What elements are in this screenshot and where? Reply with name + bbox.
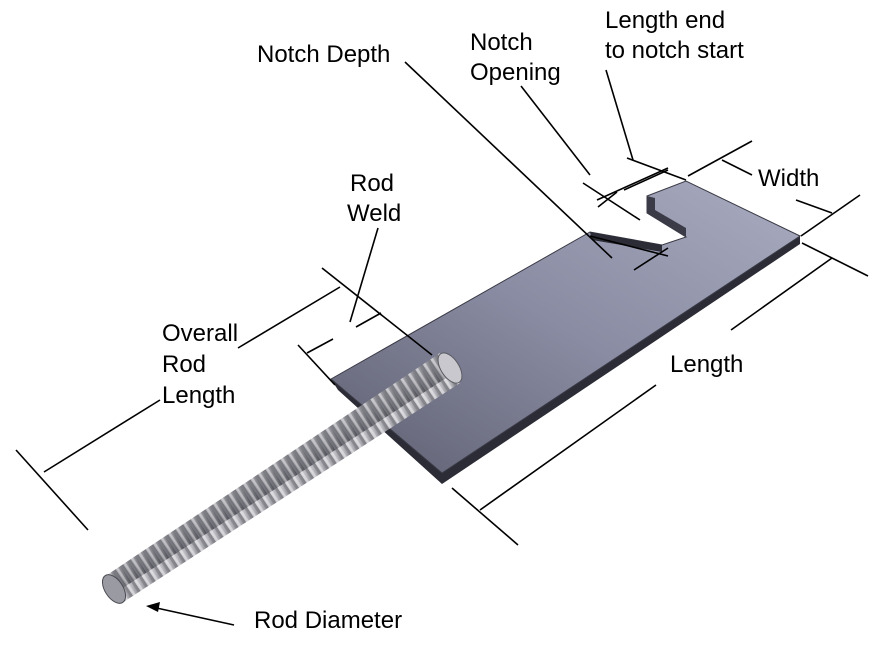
label-overall-rod-line2: Rod xyxy=(162,351,206,378)
threaded-rod xyxy=(101,352,463,604)
label-overall-rod-line3: Length xyxy=(162,382,235,409)
notch-opening-ext-2 xyxy=(596,167,669,201)
plate-notch-wall xyxy=(647,196,686,237)
overall-rod-dim-lower xyxy=(43,399,161,473)
label-length-end-line1: Length end xyxy=(605,7,725,34)
label-notch-opening-line1: Notch xyxy=(470,29,533,56)
plate-top xyxy=(330,180,802,474)
plate xyxy=(330,180,802,484)
notch-opening-dim xyxy=(597,191,618,208)
length-dim-upper xyxy=(730,257,833,331)
length-ext-2 xyxy=(451,487,519,546)
rod-weld-end xyxy=(437,352,463,384)
rod-weld-dim-2 xyxy=(355,312,382,328)
overall-rod-ext xyxy=(15,449,89,531)
width-arrow-2 xyxy=(795,199,833,214)
width-arrow-1 xyxy=(721,159,753,176)
notch-opening-leader xyxy=(520,85,591,176)
label-rod-diameter: Rod Diameter xyxy=(254,607,402,634)
length-end-leader xyxy=(605,69,634,161)
rod-diameter-arrowhead xyxy=(146,602,160,612)
label-length: Length xyxy=(670,351,743,378)
label-rod-weld-line2: Weld xyxy=(347,200,401,227)
rod-weld-ext-1 xyxy=(297,344,336,386)
rod-end-cap xyxy=(101,574,127,604)
label-notch-depth: Notch Depth xyxy=(257,41,390,68)
width-ext-2 xyxy=(800,194,861,237)
length-end-dim xyxy=(623,169,669,191)
label-length-end-line2: to notch start xyxy=(605,37,744,64)
rod-weld-leader xyxy=(349,227,379,323)
rod-body xyxy=(107,353,460,603)
notch-depth-tick xyxy=(589,235,669,257)
label-width: Width xyxy=(758,165,819,192)
length-end-ext-1 xyxy=(626,157,687,181)
dimension-lines xyxy=(15,61,869,626)
width-ext-1 xyxy=(687,140,753,177)
plate-notch-step xyxy=(590,232,662,252)
label-overall-rod-line1: Overall xyxy=(162,320,238,347)
notch-opening-ext-1 xyxy=(582,182,641,221)
rod-diameter-leader xyxy=(151,606,235,626)
overall-rod-dim-upper xyxy=(237,286,341,349)
labels: Notch Depth Notch Opening Length end to … xyxy=(162,7,819,634)
notch-depth-leader xyxy=(404,61,613,259)
label-rod-weld-line1: Rod xyxy=(350,170,394,197)
label-notch-opening-line2: Opening xyxy=(470,59,561,86)
rod-weld-ext-2 xyxy=(321,267,433,356)
length-dim-lower xyxy=(479,384,657,511)
length-ext-1 xyxy=(801,242,869,277)
notch-depth-ext xyxy=(633,247,669,271)
rod-weld-dim-1 xyxy=(306,338,334,354)
